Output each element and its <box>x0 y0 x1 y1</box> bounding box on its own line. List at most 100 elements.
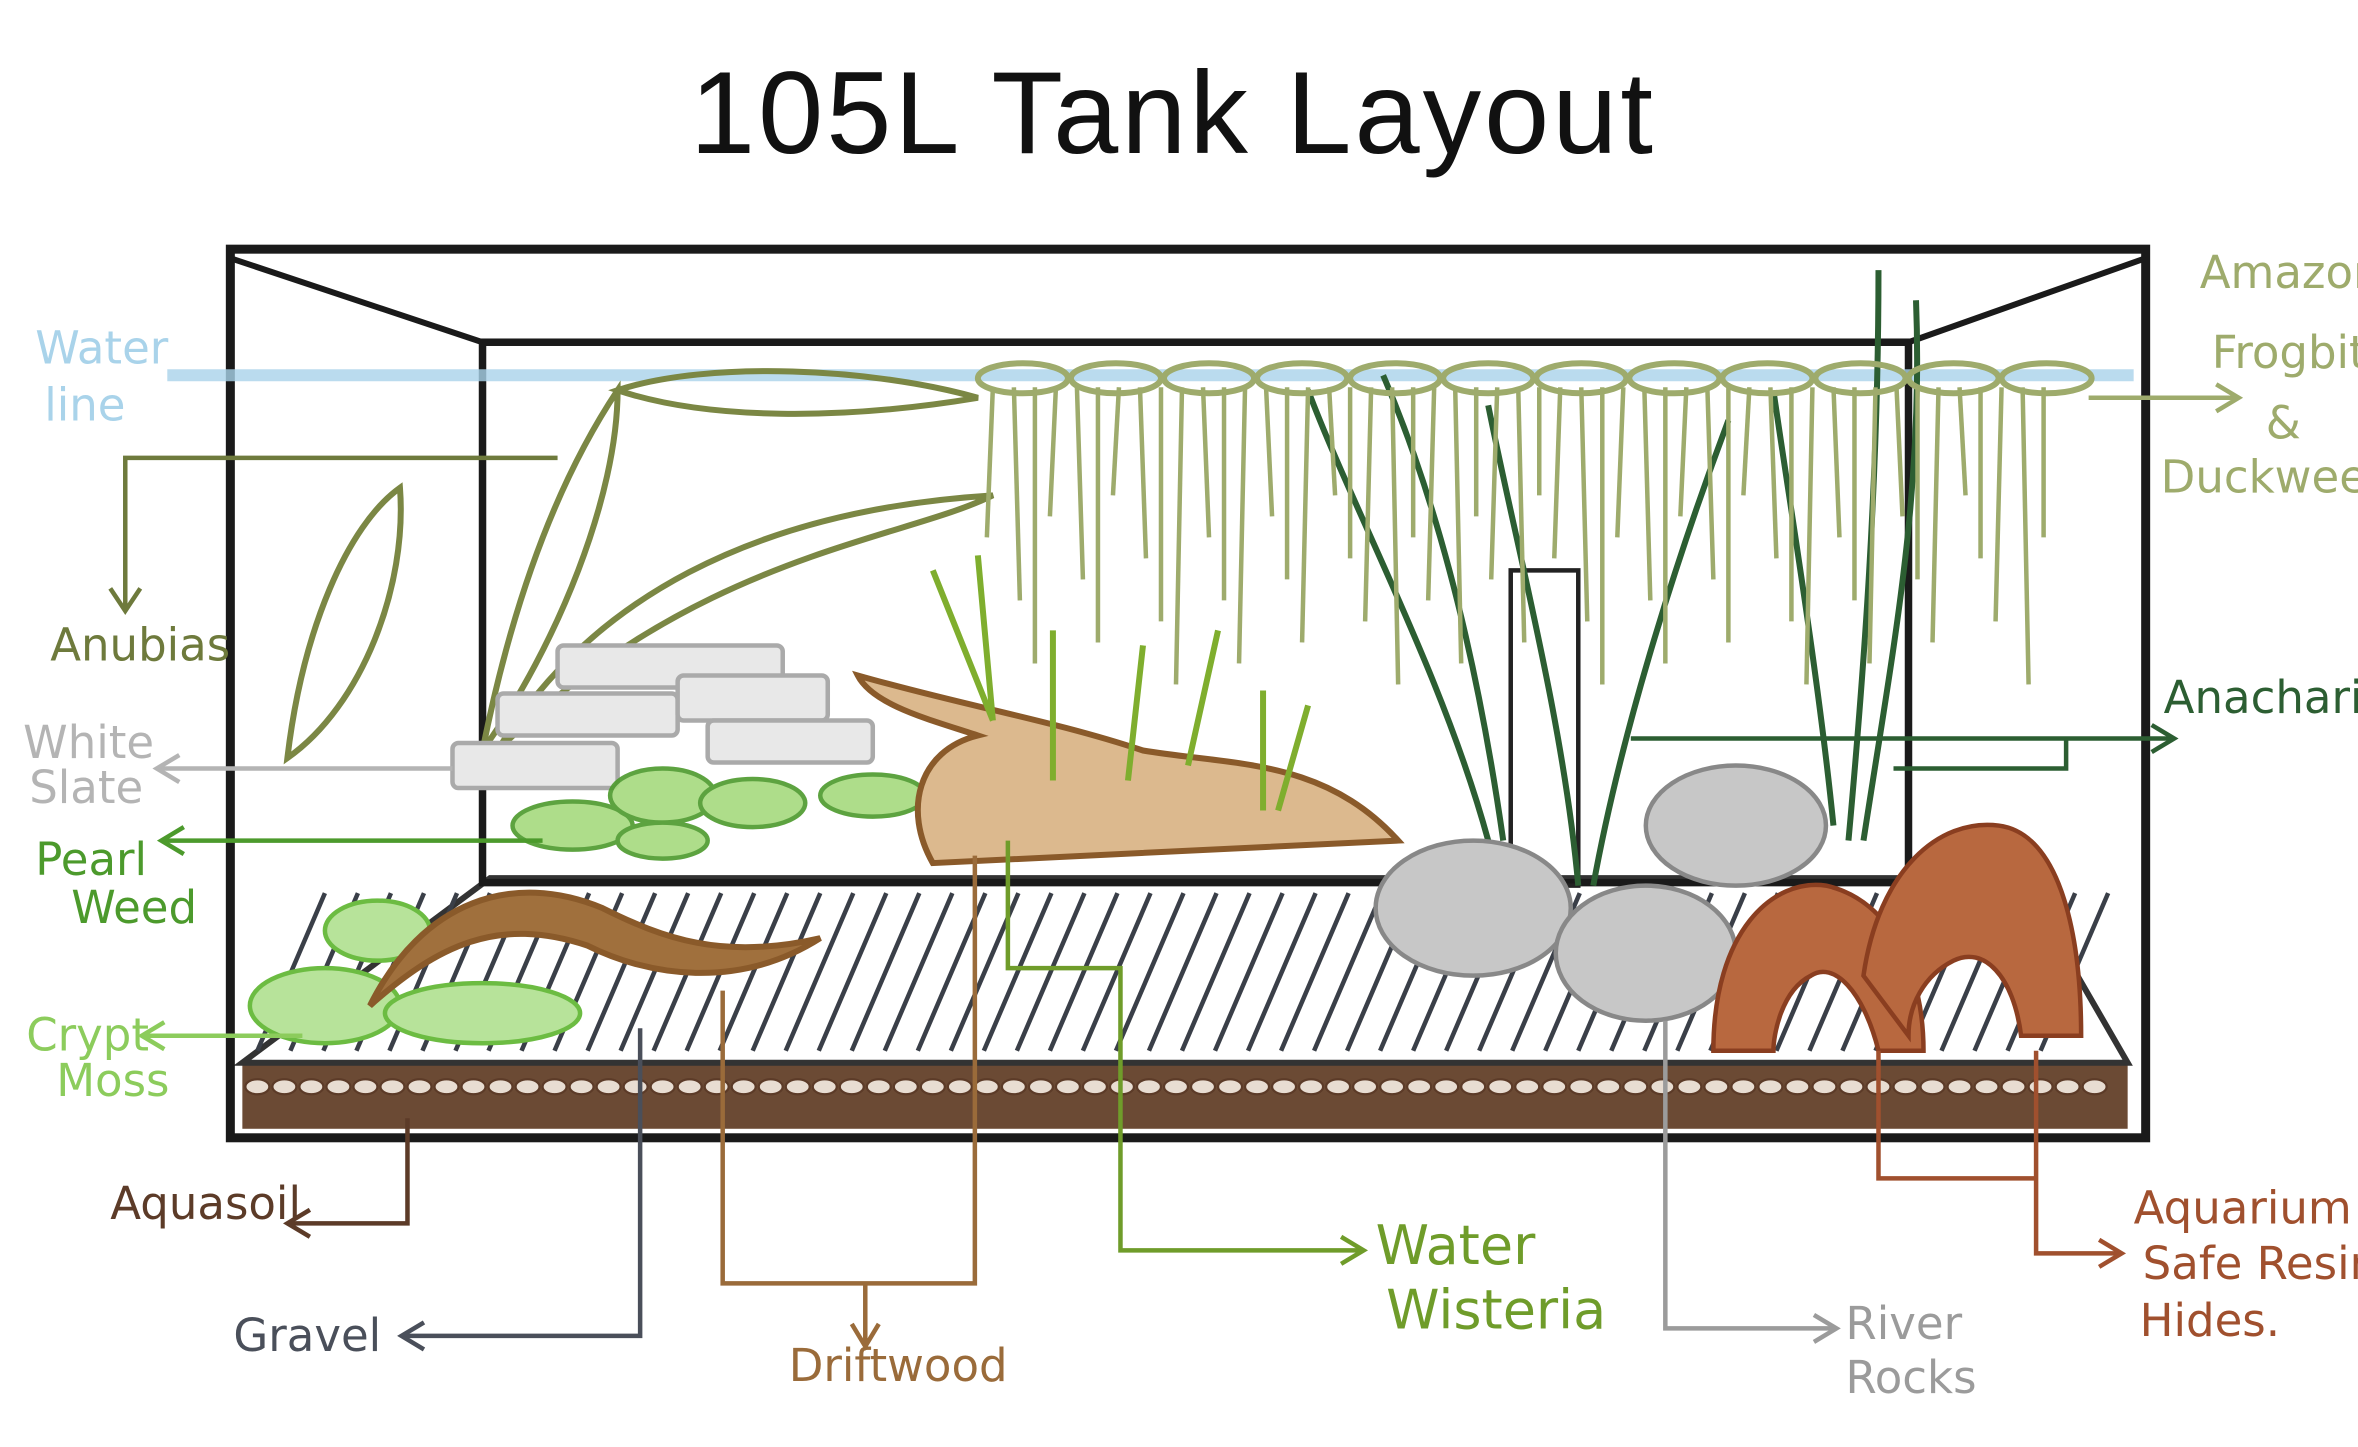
aquasoil-pebble <box>703 1078 730 1096</box>
frogbit-root <box>1894 387 1905 517</box>
filter-tube <box>1508 568 1581 888</box>
gravel-stroke <box>1179 892 1252 1052</box>
aquasoil-pebble <box>1379 1078 1406 1096</box>
aquasoil-pebble <box>352 1078 379 1096</box>
aquasoil-pebble <box>379 1078 406 1096</box>
frogbit-root <box>1389 387 1401 685</box>
aquasoil-pebble <box>946 1078 973 1096</box>
frogbit-root <box>1930 387 1941 643</box>
aquasoil-pebbles <box>244 1078 2108 1096</box>
frogbit-root <box>1110 387 1122 496</box>
aquasoil-layer <box>242 1062 2128 1129</box>
resin-hides <box>1711 822 2084 1053</box>
aquasoil-pebble <box>1433 1078 1460 1096</box>
gravel-label: Gravel <box>233 1309 381 1362</box>
aquasoil-pebble <box>1162 1078 1190 1096</box>
frogbit-root <box>1011 387 1023 601</box>
aquasoil-pebble <box>1757 1078 1784 1096</box>
frogbit-root <box>1705 387 1716 580</box>
frogbit-root <box>1515 387 1527 643</box>
aquasoil-pebble <box>406 1078 433 1096</box>
aquasoil-pebble <box>1054 1078 1082 1096</box>
frogbit-root <box>1867 387 1878 664</box>
aquasoil-pebble <box>973 1078 1001 1096</box>
aquasoil-pebble <box>1487 1078 1514 1096</box>
frogbit-root <box>1615 387 1626 538</box>
aquasoil-pebble <box>730 1078 757 1096</box>
callout-arrowheads <box>108 382 2244 1352</box>
gravel-stroke <box>816 892 889 1052</box>
frogbit-root <box>1137 387 1149 559</box>
white-slate <box>450 643 876 791</box>
frogbit-root <box>1452 387 1464 664</box>
aquasoil-pebble <box>811 1078 838 1096</box>
gravel-stroke <box>717 892 790 1052</box>
aquasoil-pebble <box>1270 1078 1298 1096</box>
aquasoil-pebble <box>271 1078 298 1096</box>
aquasoil-pebble <box>1595 1078 1622 1096</box>
frogbit-root <box>1488 387 1500 580</box>
gravel-stroke <box>1113 892 1186 1052</box>
aquasoil-pebble <box>2027 1078 2054 1096</box>
aquasoil-pebble <box>1216 1078 1244 1096</box>
aquasoil-pebble <box>865 1078 892 1096</box>
gravel-stroke <box>1312 892 1384 1052</box>
frogbit-leaf <box>1998 360 2095 397</box>
aquasoil-pebble <box>1324 1078 1352 1096</box>
aquasoil-pebble <box>838 1078 865 1096</box>
gravel-stroke <box>783 892 856 1052</box>
frogbit-label: AmazonFrogbit&Duckweed <box>2161 246 2358 503</box>
driftwood-callout <box>720 855 978 1344</box>
frogbit-root <box>1831 387 1842 538</box>
anubias-plant <box>283 368 995 765</box>
aquasoil-pebble <box>1622 1078 1649 1096</box>
water-wisteria-callout <box>1005 840 1361 1253</box>
gravel-stroke <box>882 892 955 1052</box>
aquasoil-pebble <box>1000 1078 1028 1096</box>
aquasoil-pebble <box>1784 1078 1811 1096</box>
frogbit-root <box>1768 387 1779 559</box>
aquasoil-pebble <box>595 1078 622 1096</box>
frogbit-root <box>1425 387 1437 601</box>
gravel-stroke <box>1014 892 1087 1052</box>
aquasoil-pebble <box>1973 1078 2000 1096</box>
hides-callout <box>1876 1050 2119 1256</box>
aquasoil-pebble <box>2054 1078 2081 1096</box>
aquasoil-pebble <box>487 1078 514 1096</box>
gravel-stroke <box>981 892 1054 1052</box>
frogbit-root <box>1263 387 1275 517</box>
aquasoil-pebble <box>2081 1078 2108 1096</box>
aquasoil-pebble <box>1838 1078 1865 1096</box>
anacharis-label: Anacharis <box>2164 671 2358 724</box>
anubias-callout <box>123 455 558 608</box>
aquasoil-pebble <box>1460 1078 1487 1096</box>
frogbit-root <box>1678 387 1689 517</box>
gravel-stroke <box>750 892 823 1052</box>
aquasoil-pebble <box>1189 1078 1217 1096</box>
aquasoil-pebble <box>514 1078 541 1096</box>
aquasoil-pebble <box>2000 1078 2027 1096</box>
aquasoil-pebble <box>298 1078 325 1096</box>
gravel-stroke <box>618 892 691 1052</box>
frogbit-root <box>1074 387 1086 580</box>
gravel-stroke <box>849 892 922 1052</box>
frogbit-leaves <box>974 360 2095 397</box>
gravel-stroke <box>1080 892 1153 1052</box>
aquasoil-pebble <box>622 1078 649 1096</box>
pearl-weed <box>510 766 928 861</box>
aquasoil-pebble <box>676 1078 703 1096</box>
frogbit-root <box>1804 387 1815 685</box>
crypt-moss <box>247 898 583 1046</box>
aquasoil-pebble <box>1703 1078 1730 1096</box>
aquasoil-pebble <box>1919 1078 1946 1096</box>
anubias-label: Anubias <box>50 618 230 671</box>
frogbit-root <box>1236 387 1248 664</box>
gravel-stroke <box>1212 892 1285 1052</box>
aquasoil-pebble <box>1406 1078 1433 1096</box>
gravel-stroke <box>1245 892 1318 1052</box>
